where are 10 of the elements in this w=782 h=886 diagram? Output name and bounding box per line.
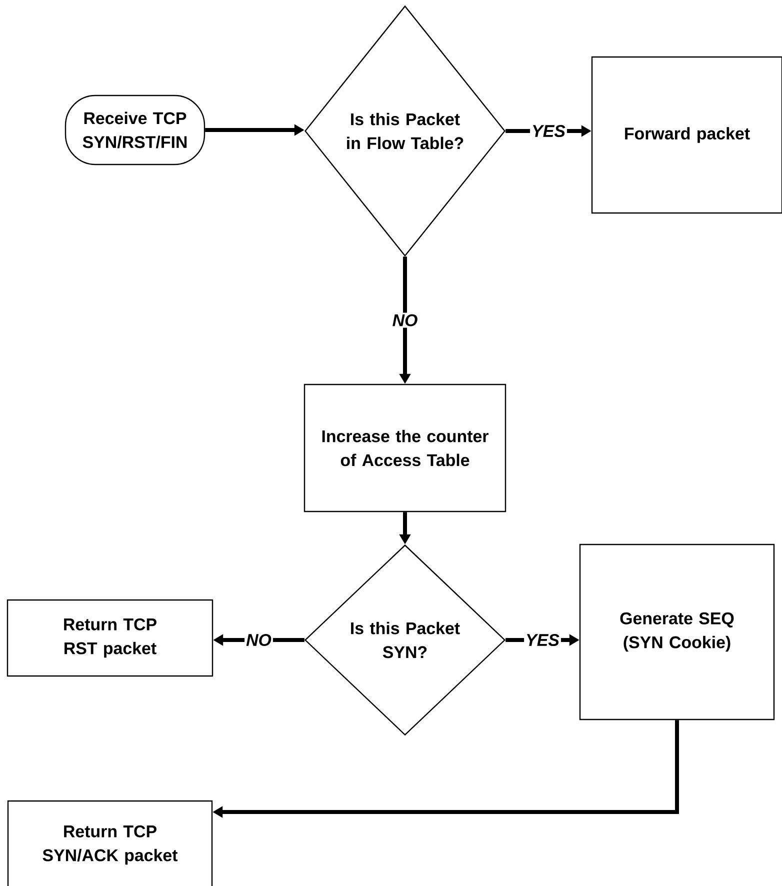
edge-label: YES <box>524 632 561 648</box>
process-box: Return TCP SYN/ACK packet <box>7 800 213 886</box>
edge-label: YES <box>530 124 567 138</box>
process-box: Increase the counter of Access Table <box>304 384 506 512</box>
process-box: Generate SEQ (SYN Cookie) <box>579 544 775 720</box>
start-terminal: Receive TCP SYN/RST/FIN <box>64 94 206 166</box>
process-box: Forward packet <box>591 56 782 214</box>
edge-label: NO <box>390 312 420 328</box>
edge-label: NO <box>244 632 273 648</box>
process-box: Return TCP RST packet <box>6 599 214 677</box>
